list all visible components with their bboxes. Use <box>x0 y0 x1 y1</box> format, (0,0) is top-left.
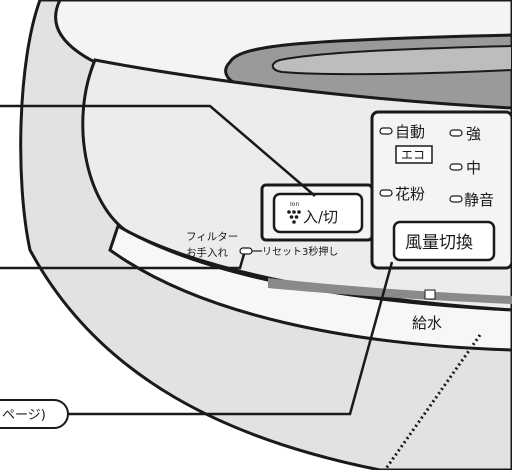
power-button-face[interactable] <box>272 192 364 234</box>
fan-speed-button[interactable]: 風量切換 <box>392 220 496 262</box>
mode-medium-lamp <box>449 163 463 171</box>
leader-line-filter <box>0 253 246 270</box>
fan-speed-button-face[interactable] <box>392 220 496 262</box>
power-button-label: 入/切 <box>303 208 338 226</box>
ion-label: Ion <box>290 201 299 208</box>
power-button[interactable]: Ion 入/切 <box>272 192 364 234</box>
mode-eco: エコ <box>395 145 433 164</box>
mode-pollen-label: 花粉 <box>395 185 425 203</box>
water-level-strip <box>268 278 512 304</box>
mode-medium: 中 <box>449 159 481 177</box>
leader-line-mode-panel <box>68 261 394 416</box>
mode-auto-label: 自動 <box>395 123 425 141</box>
ion-dots-icon <box>287 210 301 224</box>
fan-speed-button-label: 風量切換 <box>405 233 473 253</box>
mode-strong: 強 <box>449 125 481 143</box>
mode-eco-box <box>395 145 433 164</box>
mode-pollen-lamp <box>379 189 393 197</box>
filter-care-line1: フィルター <box>186 231 238 243</box>
water-level-marker <box>424 289 436 300</box>
mode-strong-label: 強 <box>466 125 481 143</box>
mode-strong-lamp <box>449 129 463 137</box>
leader-line-power <box>0 104 316 197</box>
filter-indicator-lamp <box>239 247 253 255</box>
filter-reset-text: リセット3秒押し <box>262 245 338 258</box>
mode-quiet: 静音 <box>449 191 494 209</box>
air-outlet-inner <box>271 44 512 76</box>
front-lip <box>108 223 512 352</box>
mode-medium-label: 中 <box>466 159 481 177</box>
mode-auto: 自動 <box>379 123 425 141</box>
filter-care-line2: お手入れ <box>186 246 228 259</box>
mode-quiet-label: 静音 <box>464 191 494 209</box>
mode-eco-label: エコ <box>401 148 425 162</box>
page-reference-box <box>0 399 69 429</box>
mode-quiet-lamp <box>449 195 463 203</box>
mode-pollen: 花粉 <box>379 185 425 203</box>
page-reference-text: ページ) <box>2 408 46 423</box>
mode-auto-lamp <box>379 127 393 135</box>
water-supply-label: 給水 <box>412 314 442 332</box>
